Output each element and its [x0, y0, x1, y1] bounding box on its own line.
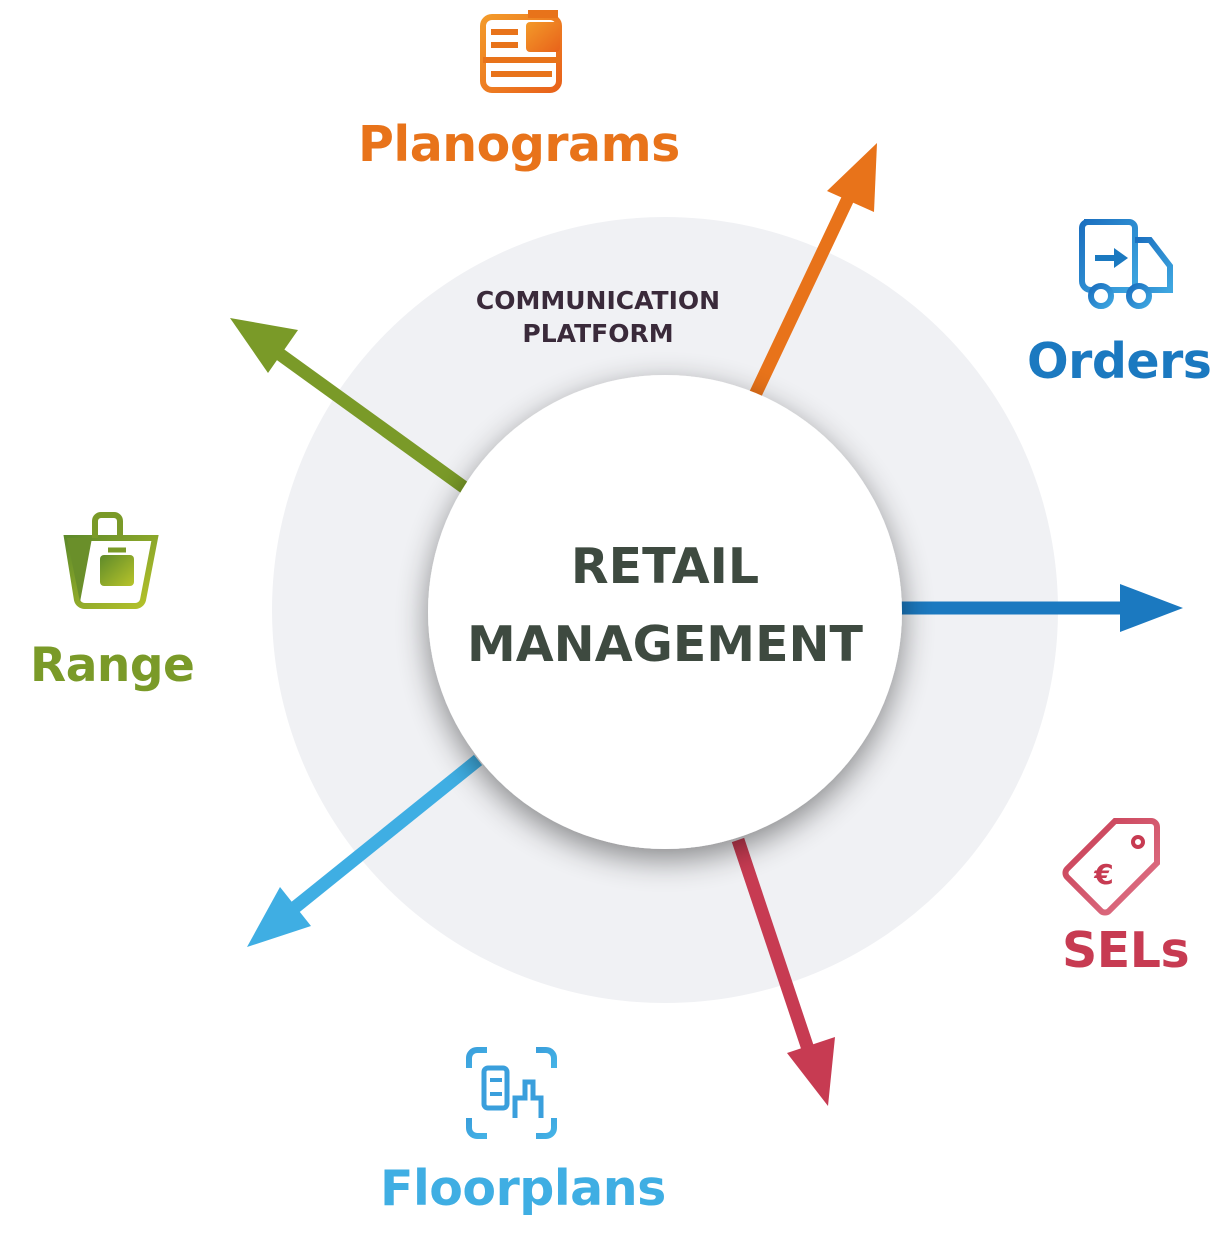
arrow-sels [731, 837, 835, 1106]
arrow-floorplans [247, 754, 483, 947]
arrow-planograms [749, 143, 877, 398]
ring-label-line1: COMMUNICATION [475, 286, 721, 315]
node-label-orders: Orders [1027, 333, 1212, 390]
svg-text:€: € [1093, 858, 1113, 891]
center-title-line1: RETAIL [570, 538, 760, 595]
node-label-floorplans: Floorplans [380, 1160, 666, 1217]
center-title-line2: MANAGEMENT [467, 616, 863, 673]
shopping-bag-icon [63, 512, 159, 609]
ring-label-line2: PLATFORM [522, 319, 674, 348]
node-label-sels: SELs [1062, 922, 1190, 979]
ring-label: COMMUNICATION PLATFORM [448, 284, 748, 350]
center-title: RETAIL MANAGEMENT [430, 528, 900, 684]
floorplan-scan-icon [466, 1047, 557, 1139]
node-label-range: Range [30, 638, 195, 693]
euro-price-tag-icon: € [1062, 818, 1160, 916]
node-label-planograms: Planograms [358, 116, 680, 173]
arrow-range [230, 318, 469, 494]
shelf-icon [480, 10, 562, 93]
retail-management-hub [428, 375, 902, 849]
arrow-orders [900, 584, 1183, 632]
delivery-truck-icon [1079, 219, 1173, 309]
